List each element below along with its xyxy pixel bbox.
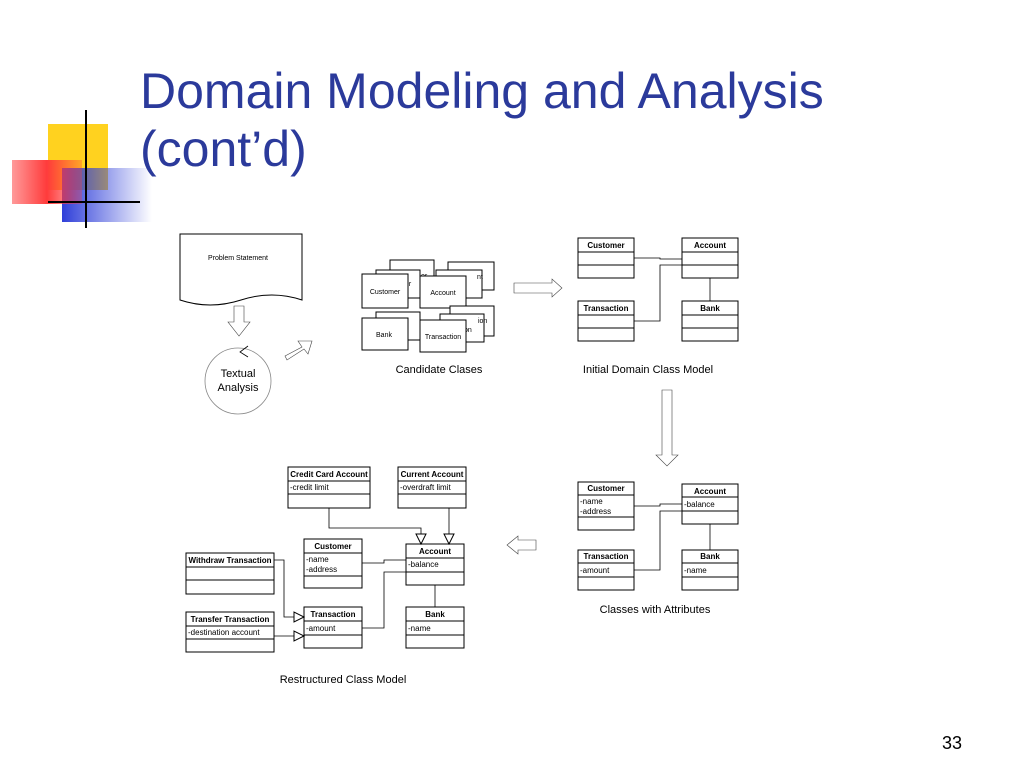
restructured-class-model: Credit Card Account -credit limit Curren… (185, 466, 467, 653)
svg-text:Credit Card Account: Credit Card Account (290, 470, 368, 479)
initial-transaction-class: Transaction (584, 304, 629, 313)
card-account: Account (430, 290, 455, 297)
caption-classes-with-attributes: Classes with Attributes (600, 604, 711, 616)
card-customer: Customer (370, 289, 401, 296)
svg-text:-address: -address (306, 565, 337, 574)
svg-text:ion: ion (478, 318, 487, 325)
svg-text:Customer: Customer (314, 542, 351, 551)
problem-statement-document: Problem Statement (179, 233, 303, 306)
textual-analysis-line2: Analysis (218, 382, 259, 394)
svg-text:Bank: Bank (700, 552, 720, 561)
svg-text:Transaction: Transaction (311, 610, 356, 619)
hollow-arrow-down (227, 305, 251, 337)
textual-analysis-process: Textual Analysis (204, 345, 272, 415)
hollow-arrow-left (506, 535, 537, 555)
svg-text:Bank: Bank (425, 610, 445, 619)
svg-text:Customer: Customer (587, 484, 624, 493)
svg-text:Account: Account (419, 547, 451, 556)
initial-domain-class-model: Customer Account Transaction Bank (577, 237, 739, 342)
svg-text:Withdraw Transaction: Withdraw Transaction (188, 556, 271, 565)
initial-customer-class: Customer (587, 241, 624, 250)
hollow-arrow-right (513, 278, 563, 298)
svg-text:-address: -address (580, 507, 611, 516)
svg-text:-overdraft limit: -overdraft limit (400, 483, 451, 492)
problem-statement-label: Problem Statement (208, 255, 268, 262)
caption-initial-domain-model: Initial Domain Class Model (583, 364, 713, 376)
svg-text:-credit limit: -credit limit (290, 483, 329, 492)
svg-text:Account: Account (694, 487, 726, 496)
svg-text:-name: -name (408, 624, 431, 633)
svg-text:on: on (464, 327, 472, 334)
caption-candidate-classes: Candidate Clases (396, 364, 483, 376)
candidate-classes-cards: er er nt t Customer Account ion on Bank … (361, 259, 495, 353)
hollow-arrow-down-right (655, 389, 679, 467)
caption-restructured-model: Restructured Class Model (280, 674, 407, 686)
initial-account-class: Account (694, 241, 726, 250)
svg-text:-amount: -amount (306, 624, 336, 633)
svg-text:-name: -name (684, 566, 707, 575)
card-bank: Bank (376, 332, 392, 339)
svg-text:-destination account: -destination account (188, 628, 260, 637)
svg-text:-balance: -balance (408, 560, 439, 569)
svg-text:-balance: -balance (684, 500, 715, 509)
slide-title: Domain Modeling and Analysis (cont’d) (140, 63, 824, 177)
svg-text:-amount: -amount (580, 566, 610, 575)
svg-text:nt: nt (477, 274, 483, 281)
card-transaction: Transaction (425, 334, 461, 341)
svg-text:Transaction: Transaction (584, 552, 629, 561)
svg-text:Current Account: Current Account (401, 470, 464, 479)
page-number: 33 (941, 733, 962, 753)
svg-text:-name: -name (306, 555, 329, 564)
classes-with-attributes-model: Customer -name -address Account -balance… (577, 481, 739, 591)
initial-bank-class: Bank (700, 304, 720, 313)
textual-analysis-line1: Textual (221, 368, 256, 380)
hollow-arrow-diagonal (284, 340, 313, 361)
svg-text:Transfer Transaction: Transfer Transaction (191, 615, 270, 624)
svg-text:-name: -name (580, 497, 603, 506)
